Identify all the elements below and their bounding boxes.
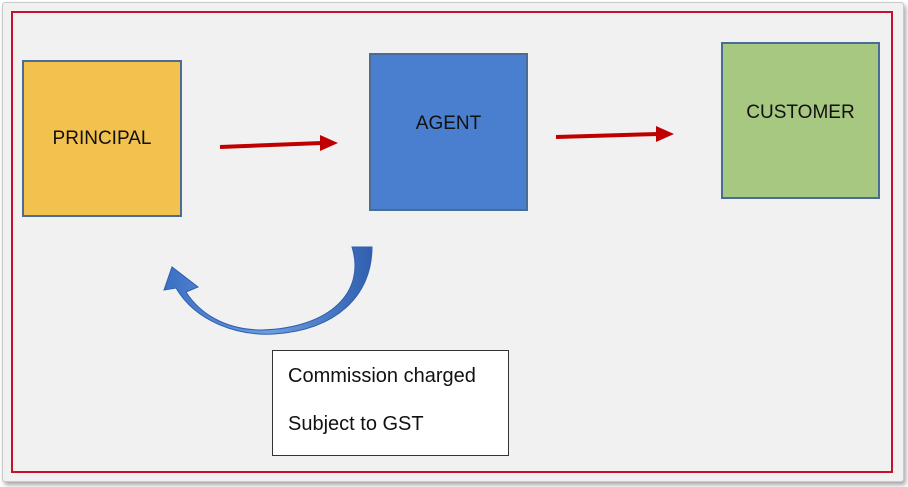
- agent-label: AGENT: [415, 113, 482, 134]
- principal-label: PRINCIPAL: [52, 127, 152, 149]
- customer-label: CUSTOMER: [746, 102, 855, 123]
- principal-box: PRINCIPAL: [22, 60, 182, 217]
- note-line-gst: Subject to GST: [288, 413, 424, 435]
- note-line-commission: Commission charged: [288, 365, 476, 387]
- customer-box: CUSTOMER: [721, 42, 880, 199]
- diagram-border: [11, 11, 893, 473]
- agent-box: AGENT: [369, 53, 528, 211]
- commission-note: Commission charged Subject to GST: [272, 350, 509, 456]
